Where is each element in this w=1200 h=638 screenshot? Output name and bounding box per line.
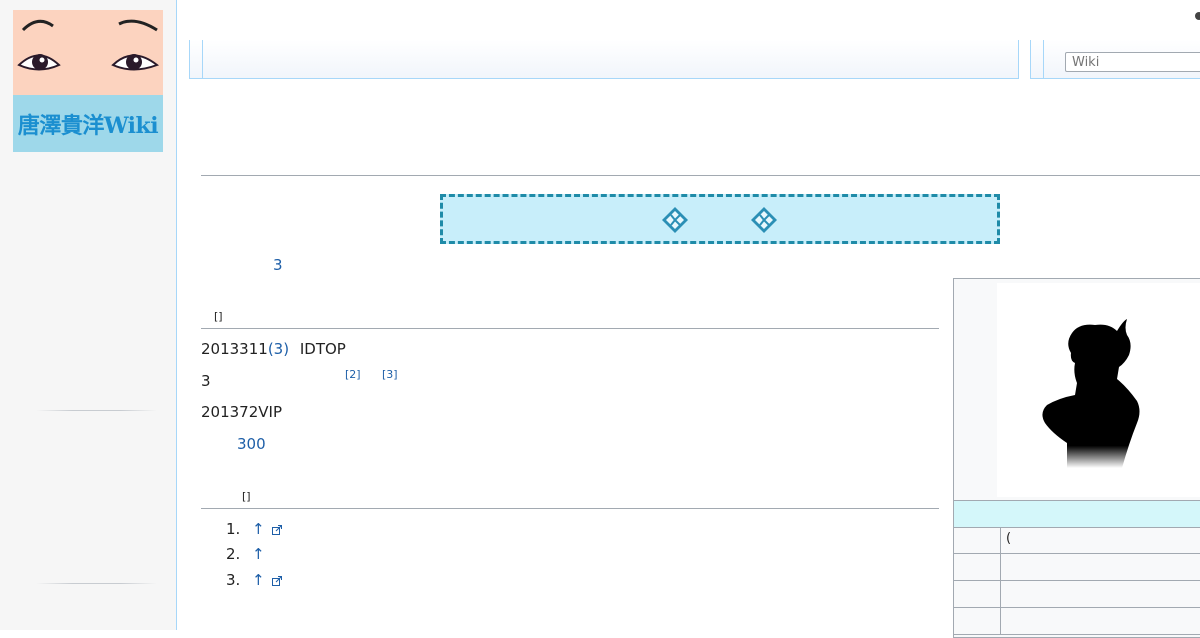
notice-box <box>440 194 1000 244</box>
wiki-diamond-icon <box>662 207 688 233</box>
paragraph-2: 3 <box>201 372 211 390</box>
infobox-row <box>954 581 1200 608</box>
infobox-value: ( <box>1006 531 1012 546</box>
reference-number: 3. <box>226 570 241 589</box>
citation-2[interactable]: [2] <box>345 368 361 381</box>
reference-item: 3. ↑ <box>226 567 282 593</box>
site-logo[interactable]: 唐澤貴洋Wiki <box>13 10 163 152</box>
section-edit-link[interactable]: [] <box>214 310 223 323</box>
infobox-row: ( <box>954 527 1200 554</box>
backlink-arrow[interactable]: ↑ <box>252 545 265 564</box>
external-link-icon <box>271 524 282 535</box>
infobox-image[interactable] <box>997 283 1200 497</box>
infobox: ( <box>953 278 1200 638</box>
references-list: 1. ↑ 2. ↑ 3. ↑ <box>226 516 282 593</box>
reference-item: 2. ↑ <box>226 542 282 568</box>
infobox-label-cell <box>954 608 1001 634</box>
sidebar: 唐澤貴洋Wiki <box>0 0 177 630</box>
section-rule <box>201 328 939 329</box>
para1-text: 2013311 <box>201 340 268 358</box>
silhouette-portrait-icon <box>1042 319 1140 468</box>
logo-face-icon <box>17 19 160 71</box>
intro-count-link[interactable]: 3 <box>273 256 283 274</box>
para1-tail: IDTOP <box>299 340 346 358</box>
backlink-arrow[interactable]: ↑ <box>252 519 265 538</box>
sidebar-divider <box>36 583 157 584</box>
paragraph-3: 201372VIP <box>201 403 282 421</box>
infobox-header <box>954 500 1200 528</box>
user-menu-icon[interactable] <box>1195 12 1200 20</box>
tab-separator <box>1043 40 1044 78</box>
reference-item: 1. ↑ <box>226 516 282 542</box>
section-rule <box>201 508 939 509</box>
logo-band <box>13 95 163 152</box>
reference-number: 2. <box>226 545 241 564</box>
infobox-label-cell <box>954 527 1001 553</box>
external-link-icon <box>271 575 282 586</box>
infobox-row <box>954 608 1200 635</box>
infobox-label-cell <box>954 581 1001 607</box>
tab-separator <box>202 40 203 78</box>
infobox-label-cell <box>954 554 1001 580</box>
para4-link[interactable]: 300 <box>237 435 266 453</box>
wiki-diamond-icon <box>751 207 777 233</box>
page-tabs <box>189 40 1019 79</box>
logo-title: 唐澤貴洋Wiki <box>17 113 159 139</box>
reference-number: 1. <box>226 519 241 538</box>
para3-text: 201372VIP <box>201 403 282 421</box>
backlink-arrow[interactable]: ↑ <box>252 570 265 589</box>
paragraph-1: 2013311(3) IDTOP <box>201 340 346 358</box>
para1-link[interactable]: (3) <box>267 340 290 358</box>
references-edit-link[interactable]: [] <box>242 490 251 503</box>
heading-rule <box>201 175 1200 176</box>
citation-3[interactable]: [3] <box>382 368 398 381</box>
sidebar-divider <box>36 410 157 411</box>
search-input[interactable] <box>1065 52 1200 72</box>
para2-text: 3 <box>201 372 211 390</box>
infobox-row <box>954 554 1200 581</box>
